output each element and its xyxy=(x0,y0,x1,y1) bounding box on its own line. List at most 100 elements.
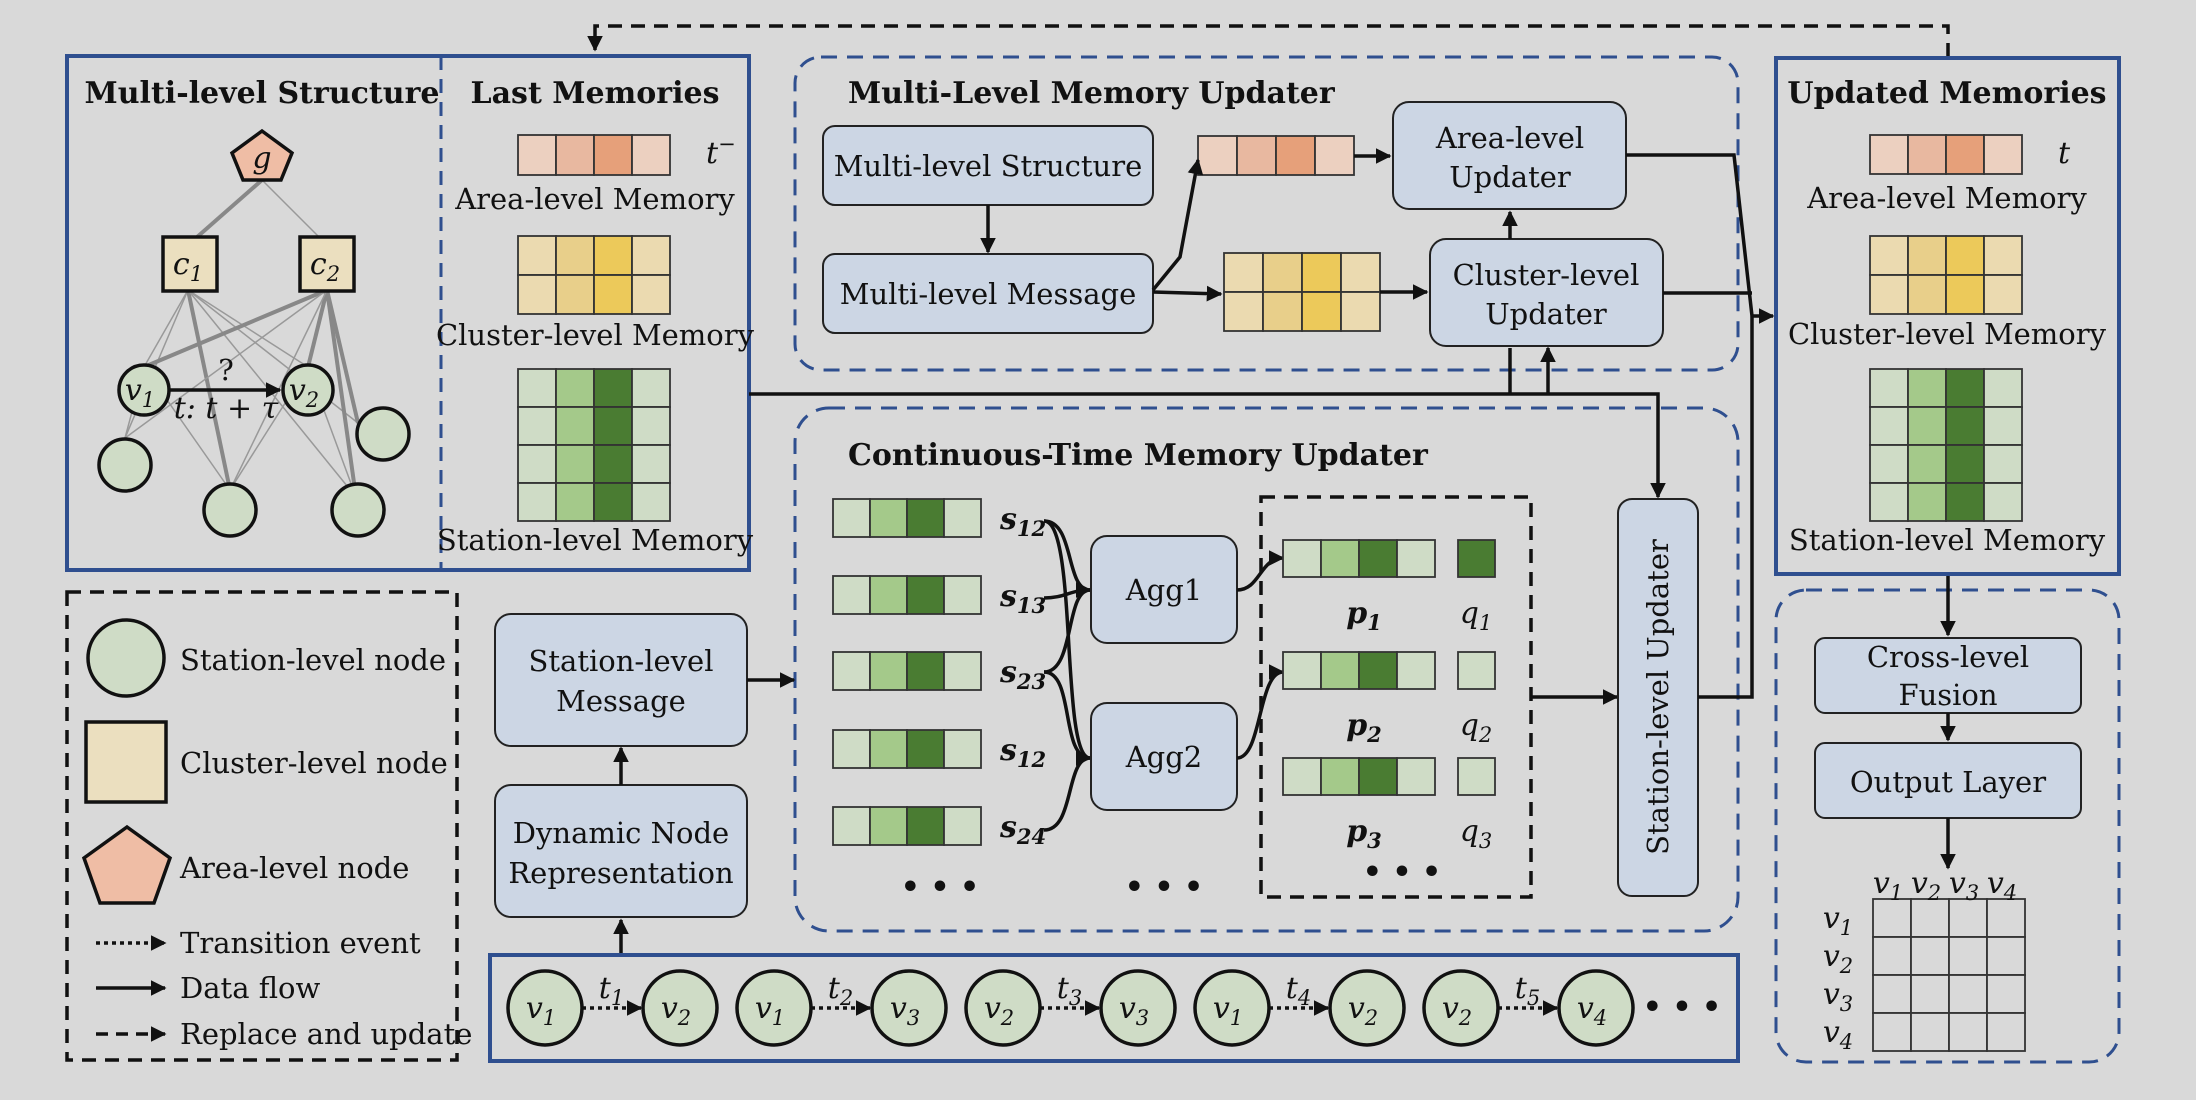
legend-dataflow-label: Data flow xyxy=(180,971,321,1005)
sequence-node-6 xyxy=(1099,969,1177,1047)
sequence-node-8 xyxy=(1328,969,1406,1047)
legend-area-label: Area-level node xyxy=(179,851,409,885)
message-label-1: s12 xyxy=(999,502,1046,541)
updated-area-memory-cell xyxy=(1907,134,1947,175)
area-node-g xyxy=(229,128,295,182)
sequence-node-4 xyxy=(870,969,948,1047)
message-vector-4-cell xyxy=(832,729,871,769)
matrix-cell xyxy=(1948,974,1988,1014)
message-vector-4-cell xyxy=(943,729,982,769)
message-vector-2-cell xyxy=(943,575,982,615)
matrix-cell xyxy=(1910,974,1950,1014)
matrix-cell xyxy=(1872,974,1912,1014)
ml-area-memory-cell xyxy=(1275,135,1316,176)
updated-area-memory-label: Area-level Memory xyxy=(1806,181,2087,215)
ml-cluster-memory-cell xyxy=(1223,252,1264,293)
message-vector-2-cell xyxy=(869,575,908,615)
message-vector-5-cell xyxy=(906,806,945,846)
last-cluster-memory-cell xyxy=(593,235,633,276)
sequence-node-label-9: v2 xyxy=(1442,991,1472,1030)
last-station-memory xyxy=(517,368,671,522)
p-vector-3-cell xyxy=(1358,757,1398,796)
sequence-ellipsis: • • • xyxy=(1643,990,1721,1025)
message-label-5: s24 xyxy=(999,810,1046,849)
sequence-node-label-8: v2 xyxy=(1348,991,1378,1030)
multi-level-memory-updater: Multi-Level Memory Updater Multi-level S… xyxy=(793,55,1740,372)
updated-area-memory-cell xyxy=(1983,134,2023,175)
matrix-cell xyxy=(1986,1012,2026,1052)
message-vector-2-cell xyxy=(832,575,871,615)
output-layer-label: Output Layer xyxy=(1850,765,2046,799)
last-station-memory-cell xyxy=(593,406,633,446)
ml-area-memory-cell xyxy=(1314,135,1355,176)
ml-cluster-memory-cell xyxy=(1340,252,1381,293)
station-node xyxy=(355,406,411,462)
updated-station-memory-cell xyxy=(1983,406,2023,446)
ml-cluster-memory-cell xyxy=(1262,291,1303,332)
p-label-2: p2 xyxy=(1346,708,1382,747)
updated-station-memory-cell xyxy=(1869,406,1909,446)
sequence-node-1 xyxy=(506,969,584,1047)
ml-cluster-memory-cell xyxy=(1301,252,1342,293)
agg1-to-p1-arrow xyxy=(1236,550,1285,592)
updated-cluster-memory-cell xyxy=(1945,274,1985,315)
message-vector-1-cell xyxy=(943,498,982,538)
station-node-v2 xyxy=(281,363,335,417)
updated-memories-title: Updated Memories xyxy=(1787,76,2106,111)
message-vector-1-cell xyxy=(906,498,945,538)
updated-station-memory-cell xyxy=(1869,444,1909,484)
last-cluster-memory xyxy=(517,235,671,315)
matrix-row-label-3: v3 xyxy=(1823,977,1853,1016)
updated-cluster-memory-label: Cluster-level Memory xyxy=(1788,317,2107,351)
sequence-time-5: t5 xyxy=(1515,971,1540,1010)
message-vector-1-cell xyxy=(869,498,908,538)
updated-memories-border xyxy=(1774,56,2121,576)
p-vector-3-cell xyxy=(1320,757,1360,796)
message-label-2: s13 xyxy=(999,579,1046,618)
legend: Station-level node Cluster-level node Ar… xyxy=(65,590,472,1062)
p-vector-2-cell xyxy=(1358,651,1398,690)
last-station-memory-cell xyxy=(517,368,557,408)
ml-cluster-memory-cell xyxy=(1262,252,1303,293)
matrix-cell xyxy=(1910,1012,1950,1052)
last-station-memory-cell xyxy=(555,368,595,408)
sequence-node-label-4: v3 xyxy=(890,991,920,1030)
updated-station-memory-cell xyxy=(1907,444,1947,484)
sequence-node-label-6: v3 xyxy=(1119,991,1149,1030)
message-label-3: s23 xyxy=(999,655,1046,694)
structure-memory-panel: Multi-level Structure g c1 xyxy=(65,54,755,572)
ml-area-memory-cell xyxy=(1236,135,1277,176)
q-label-2: q2 xyxy=(1460,708,1493,747)
last-station-memory-cell xyxy=(593,368,633,408)
last-station-memory-cell xyxy=(555,444,595,484)
cluster-node-c2 xyxy=(298,235,356,293)
matrix-cell xyxy=(1910,936,1950,976)
sequence-node-2 xyxy=(641,969,719,1047)
station-node xyxy=(330,482,386,538)
ml-updater-border xyxy=(793,55,1740,372)
continuous-time-memory-updater: Continuous-Time Memory Updater s12s13s23… xyxy=(793,406,1740,933)
vectors-ellipsis: • • • xyxy=(901,870,979,905)
updated-cluster-memory xyxy=(1869,235,2023,315)
legend-transition-label: Transition event xyxy=(180,926,421,960)
message-label-4: s12 xyxy=(999,733,1046,772)
dynamic-node-label-1: Dynamic Node xyxy=(513,816,729,850)
agg1-label: Agg1 xyxy=(1125,573,1203,607)
structure-title: Multi-level Structure xyxy=(85,76,440,111)
station-node xyxy=(97,437,153,493)
updated-cluster-memory-cell xyxy=(1983,274,2023,315)
matrix-cell xyxy=(1948,1012,1988,1052)
last-cluster-memory-cell xyxy=(631,274,671,315)
last-cluster-memory-cell xyxy=(555,235,595,276)
p-vector-1-cell xyxy=(1320,539,1360,578)
ml-cluster-memory-cell xyxy=(1340,291,1381,332)
updated-station-memory-cell xyxy=(1945,482,1985,522)
data-flow-connectors xyxy=(749,153,1775,699)
updated-station-memory-cell xyxy=(1945,406,1985,446)
last-cluster-memory-cell xyxy=(593,274,633,315)
matrix-col-label-1: v1 xyxy=(1873,866,1903,905)
last-area-memory-cell xyxy=(555,134,595,176)
